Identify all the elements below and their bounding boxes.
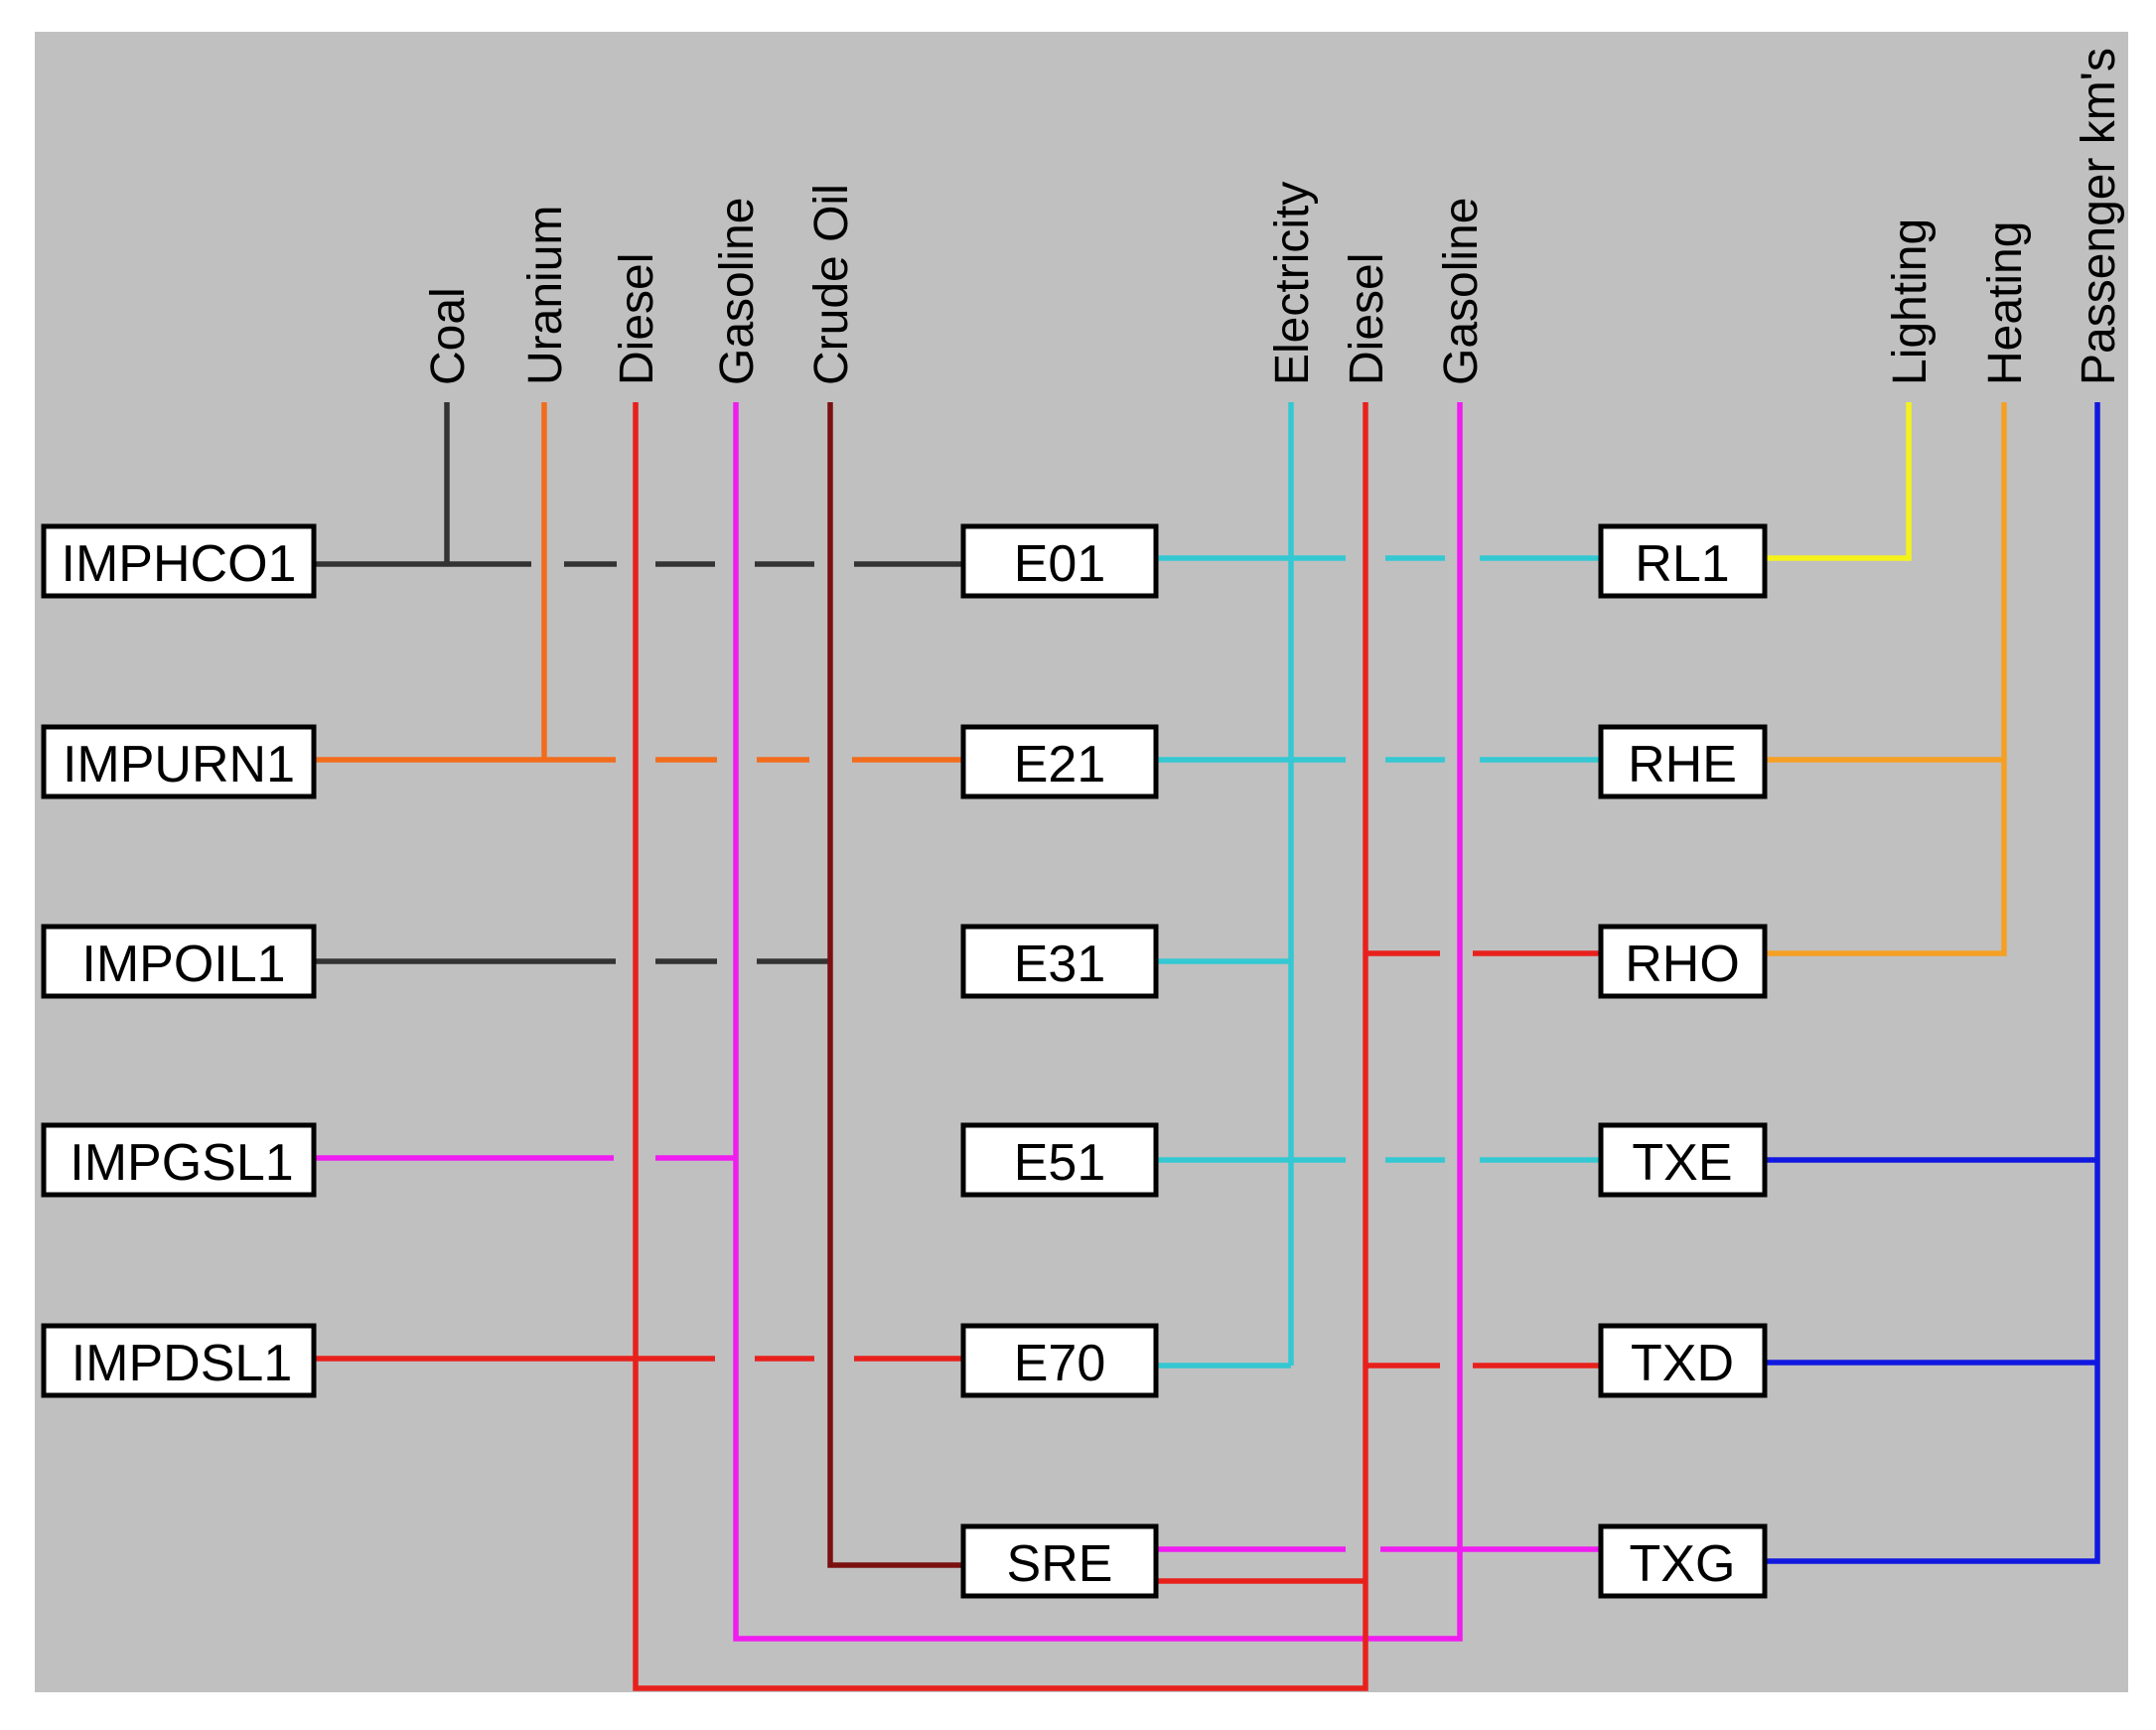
node-sre[interactable]: SRE xyxy=(960,1523,1159,1599)
node-e51[interactable]: E51 xyxy=(960,1122,1159,1198)
label-gasoline-left: Gasoline xyxy=(711,198,764,385)
node-e21[interactable]: E21 xyxy=(960,724,1159,799)
label-uranium: Uranium xyxy=(519,206,572,385)
label-electricity: Electricity xyxy=(1266,182,1319,385)
node-impoil1[interactable]: IMPOIL1 xyxy=(41,924,317,999)
node-txg-label: TXG xyxy=(1630,1535,1736,1593)
label-lighting: Lighting xyxy=(1884,218,1937,385)
node-rho[interactable]: RHO xyxy=(1598,924,1768,999)
node-e31-label: E31 xyxy=(1014,936,1106,993)
label-diesel-right: Diesel xyxy=(1341,253,1393,385)
label-heating: Heating xyxy=(1979,221,2032,385)
node-e51-label: E51 xyxy=(1014,1134,1106,1192)
node-impdsl1[interactable]: IMPDSL1 xyxy=(41,1323,317,1398)
passenger-kms-demand-line xyxy=(1765,402,2100,1564)
gasoline-left-commodity-line xyxy=(733,402,1463,1642)
node-txe-label: TXE xyxy=(1632,1134,1732,1192)
node-rl1[interactable]: RL1 xyxy=(1598,523,1768,599)
crude-oil-commodity-line xyxy=(827,402,961,1568)
node-e70-label: E70 xyxy=(1014,1335,1106,1392)
commodity-labels: Coal Uranium Diesel Gasoline Crude Oil E… xyxy=(422,48,2125,385)
label-gasoline-right: Gasoline xyxy=(1435,198,1488,385)
node-e70[interactable]: E70 xyxy=(960,1323,1159,1398)
node-txd-label: TXD xyxy=(1631,1335,1734,1392)
node-imphco1[interactable]: IMPHCO1 xyxy=(41,523,317,599)
node-txd[interactable]: TXD xyxy=(1598,1323,1768,1398)
node-impdsl1-label: IMPDSL1 xyxy=(72,1335,293,1392)
node-impgsl1-label: IMPGSL1 xyxy=(70,1134,293,1192)
node-txe[interactable]: TXE xyxy=(1598,1122,1768,1198)
diagram-background xyxy=(35,32,2128,1692)
node-e01[interactable]: E01 xyxy=(960,523,1159,599)
label-crude-oil: Crude Oil xyxy=(805,184,858,385)
node-rho-label: RHO xyxy=(1625,936,1740,993)
node-e01-label: E01 xyxy=(1014,535,1106,593)
diesel-left-commodity-line xyxy=(633,402,1368,1691)
node-impoil1-label: IMPOIL1 xyxy=(81,936,285,993)
node-rhe[interactable]: RHE xyxy=(1598,724,1768,799)
label-coal: Coal xyxy=(422,287,475,385)
flow-lines xyxy=(314,402,2100,1691)
label-passenger-kms: Passenger km's xyxy=(2073,48,2125,385)
node-impurn1-label: IMPURN1 xyxy=(63,736,295,793)
process-nodes: E01 E21 E31 E51 E70 SRE xyxy=(960,523,1159,1599)
node-impurn1[interactable]: IMPURN1 xyxy=(41,724,317,799)
heating-demand-line xyxy=(1765,402,2007,956)
lighting-demand-line xyxy=(1765,402,1912,561)
import-nodes: IMPHCO1 IMPURN1 IMPOIL1 IMPGSL1 IMPDSL1 xyxy=(41,523,317,1398)
node-e31[interactable]: E31 xyxy=(960,924,1159,999)
demand-nodes: RL1 RHE RHO TXE TXD TXG xyxy=(1598,523,1768,1599)
node-e21-label: E21 xyxy=(1014,736,1106,793)
label-diesel-left: Diesel xyxy=(611,253,663,385)
node-impgsl1[interactable]: IMPGSL1 xyxy=(41,1122,317,1198)
node-sre-label: SRE xyxy=(1007,1535,1113,1593)
node-imphco1-label: IMPHCO1 xyxy=(62,535,297,593)
node-txg[interactable]: TXG xyxy=(1598,1523,1768,1599)
node-rhe-label: RHE xyxy=(1628,736,1737,793)
node-rl1-label: RL1 xyxy=(1635,535,1729,593)
